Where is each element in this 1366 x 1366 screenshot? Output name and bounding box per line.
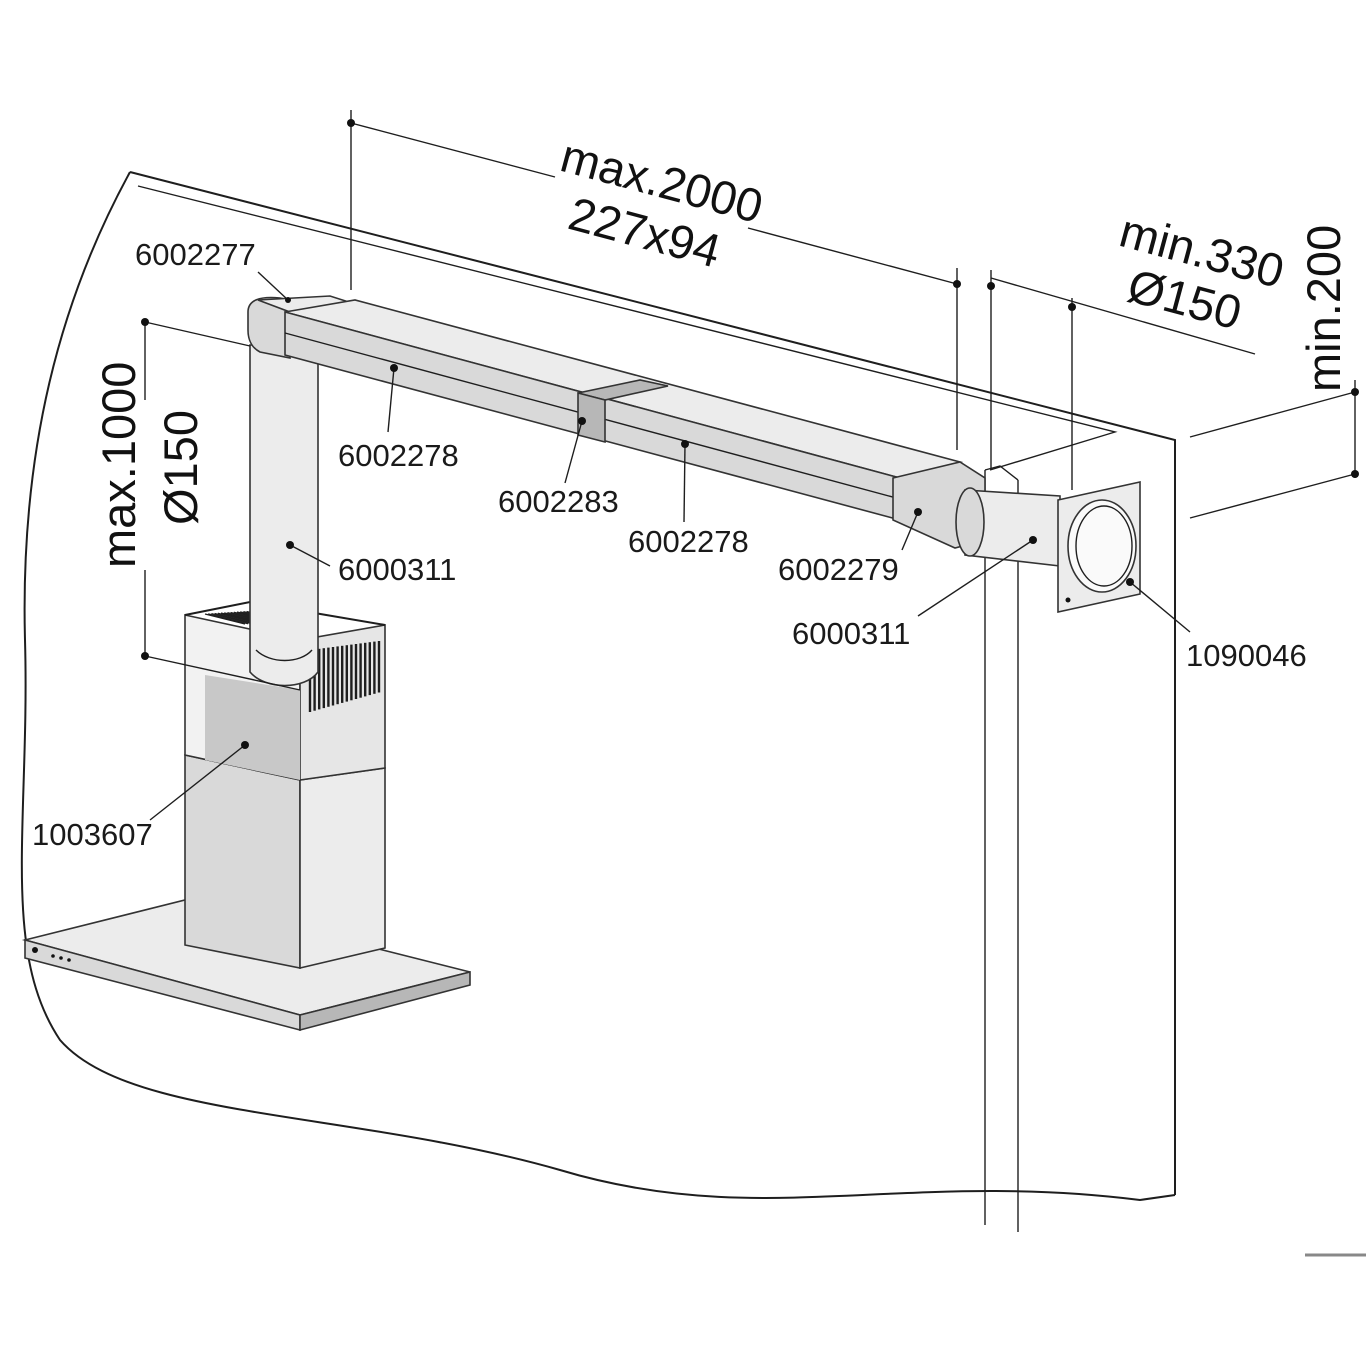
hood: [21, 600, 471, 1032]
dimension-lines: [144, 110, 1356, 691]
dim-vertical-diameter: Ø150: [154, 410, 207, 525]
part-label-elbow-top: 6002277: [135, 237, 256, 272]
part-label-flat-duct-right: 6002278: [628, 524, 749, 559]
label-dots: [141, 119, 1359, 749]
part-label-round-pipe-wall: 6000311: [792, 616, 910, 651]
dim-wall-height: min.200: [1297, 225, 1350, 392]
part-label-connector: 6002283: [498, 484, 619, 519]
wall-box: [1057, 481, 1141, 613]
chimney-grille: [204, 610, 381, 712]
room-outline: [20, 171, 1366, 1257]
part-label-hood: 1003607: [32, 817, 153, 852]
grille-slat: [211, 613, 252, 625]
dim-vertical-length: max.1000: [92, 362, 145, 568]
vertical-round-pipe: [249, 344, 319, 687]
grille-slat: [204, 613, 246, 625]
elbow: [247, 295, 356, 359]
part-label-flat-duct-left: 6002278: [338, 438, 459, 473]
flat-duct: [284, 299, 986, 549]
part-label-wall-box: 1090046: [1186, 638, 1307, 673]
leader-lines: [149, 271, 1191, 821]
part-label-adapter: 6002279: [778, 552, 899, 587]
grille-slat: [208, 613, 249, 625]
grille-slat: [214, 612, 255, 624]
wall-round-pipe: [955, 487, 1061, 567]
part-label-round-pipe-vertical: 6000311: [338, 552, 456, 587]
